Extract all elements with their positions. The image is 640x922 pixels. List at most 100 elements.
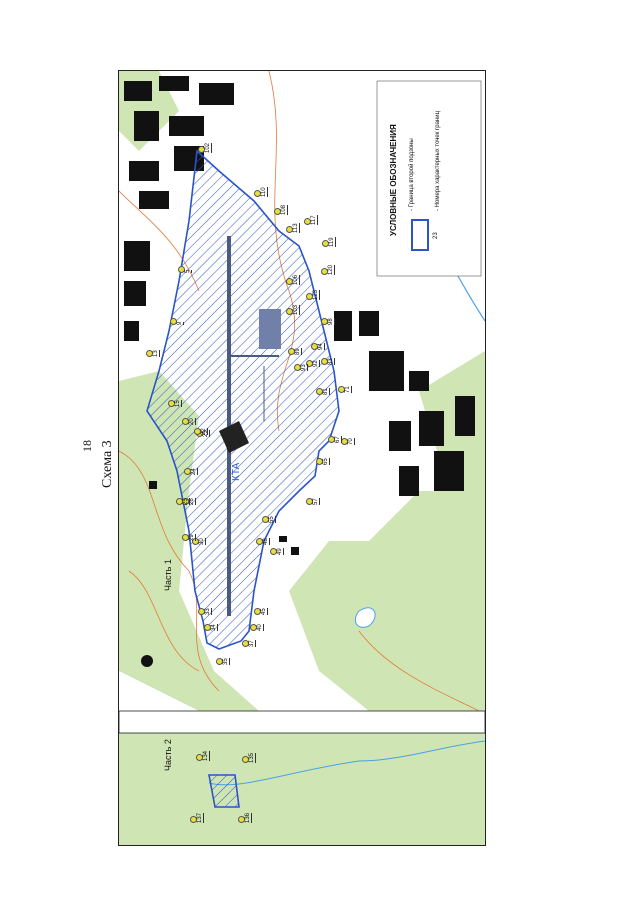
boundary-point-label: 83 [328, 358, 335, 365]
boundary-point-label: 9 [177, 321, 184, 325]
boundary-point-label: 119 [329, 237, 336, 247]
aircraft-icon [219, 421, 249, 453]
boundary-point-label: 45 [261, 608, 268, 615]
boundary-point-marker [182, 534, 189, 541]
zone-map [119, 71, 485, 845]
boundary-point-label: 135 [249, 752, 256, 763]
boundary-point-marker [168, 400, 175, 407]
boundary-point-label: 103 [293, 304, 300, 315]
boundary-point-label: 29 [189, 534, 196, 541]
boundary-point-label: 49 [277, 548, 284, 555]
forest-areas [119, 71, 485, 845]
boundary-point-label: 22 [201, 428, 208, 435]
boundary-point-label: 55 [269, 516, 276, 523]
boundary-point-marker [338, 386, 345, 393]
boundary-point-marker [146, 350, 153, 357]
boundary-point-label: 102 [205, 142, 212, 153]
boundary-point-marker [184, 468, 191, 475]
boundary-point-marker [198, 146, 205, 153]
boundary-point-marker [198, 608, 205, 615]
boundary-point-label: 134 [203, 750, 210, 761]
boundary-point-marker [316, 458, 323, 465]
boundary-point-label: 35 [223, 658, 230, 665]
contour-lines [119, 71, 480, 712]
boundary-point-label: 106 [293, 274, 300, 285]
boundary-point-label: 5 [185, 269, 192, 273]
boundary-point-marker [322, 240, 329, 247]
boundary-point-marker [182, 418, 189, 425]
boundary-point-marker [256, 538, 263, 545]
boundary-point-label: 92 [313, 360, 320, 367]
boundary-point-label: 123 [313, 289, 320, 300]
boundary-point-label: 93 [301, 364, 308, 371]
boundary-point-marker [321, 358, 328, 365]
boundary-point-marker [274, 208, 281, 215]
boundary-point-label: 40 [257, 624, 264, 631]
boundary-point-marker [262, 516, 269, 523]
boundary-point-label: 108 [281, 204, 288, 215]
zone-boundary-part1 [146, 149, 340, 650]
boundary-point-marker [286, 278, 293, 285]
boundary-point-marker [190, 816, 197, 823]
boundary-point-marker [288, 348, 295, 355]
boundary-point-label: 70 [348, 438, 355, 445]
boundary-point-marker [170, 318, 177, 325]
boundary-point-marker [242, 756, 249, 763]
boundary-point-marker [316, 388, 323, 395]
boundary-point-marker [176, 498, 183, 505]
boundary-point-label: 110 [261, 187, 268, 197]
boundary-point-label: 37 [249, 640, 256, 647]
boundary-point-label: 25 [183, 498, 190, 505]
boundary-point-marker [306, 498, 313, 505]
boundary-point-label: 117 [311, 215, 318, 225]
boundary-point-marker [238, 816, 245, 823]
boundary-point-marker [286, 226, 293, 233]
boundary-point-marker [178, 266, 185, 273]
boundary-point-label: 89 [295, 348, 302, 355]
boundary-point-marker [311, 343, 318, 350]
legend [376, 80, 482, 277]
boundary-point-marker [204, 624, 211, 631]
boundary-point-label: 136 [245, 812, 252, 823]
boundary-point-marker [242, 640, 249, 647]
boundary-point-marker [216, 658, 223, 665]
boundary-point-marker [254, 608, 261, 615]
boundary-point-marker [306, 293, 313, 300]
boundary-point-label: 24 [191, 468, 198, 475]
boundary-point-marker [250, 624, 257, 631]
boundary-point-marker [321, 268, 328, 275]
boundary-point-marker [286, 308, 293, 315]
boundary-point-marker [341, 438, 348, 445]
boundary-point-label: 120 [328, 264, 335, 275]
boundary-point-label: 34 [211, 624, 218, 631]
boundary-point-marker [270, 548, 277, 555]
boundary-point-marker [254, 190, 261, 197]
boundary-point-label: 67 [335, 436, 342, 443]
boundary-point-label: 57 [313, 498, 320, 505]
boundary-point-label: 30 [199, 538, 206, 545]
boundary-point-marker [192, 538, 199, 545]
part-separator [119, 710, 485, 734]
boundary-point-label: 26 [189, 498, 196, 505]
boundary-point-label: 113 [293, 223, 300, 233]
boundary-point-marker [294, 364, 301, 371]
boundary-point-label: 33 [205, 608, 212, 615]
boundary-point-marker [306, 360, 313, 367]
boundary-point-label: 94 [318, 343, 325, 350]
boundary-point-label: 20 [189, 418, 196, 425]
boundary-point-label: 48 [263, 538, 270, 545]
boundary-point-label: 71 [345, 386, 352, 393]
boundary-point-marker [328, 436, 335, 443]
boundary-point-label: 81 [323, 388, 330, 395]
boundary-point-label: 137 [197, 812, 204, 823]
boundary-point-marker [321, 318, 328, 325]
scheme-title: Схема 3 [100, 440, 115, 488]
zone-boundary-part2 [208, 774, 240, 808]
boundary-point-marker [304, 218, 311, 225]
boundary-point-label: 13 [153, 350, 160, 357]
boundary-point-label: 15 [175, 400, 182, 407]
map-frame: УСЛОВНЫЕ ОБОЗНАЧЕНИЯ - Граница второй по… [118, 70, 486, 846]
buildings [124, 76, 475, 667]
boundary-point-marker [196, 754, 203, 761]
